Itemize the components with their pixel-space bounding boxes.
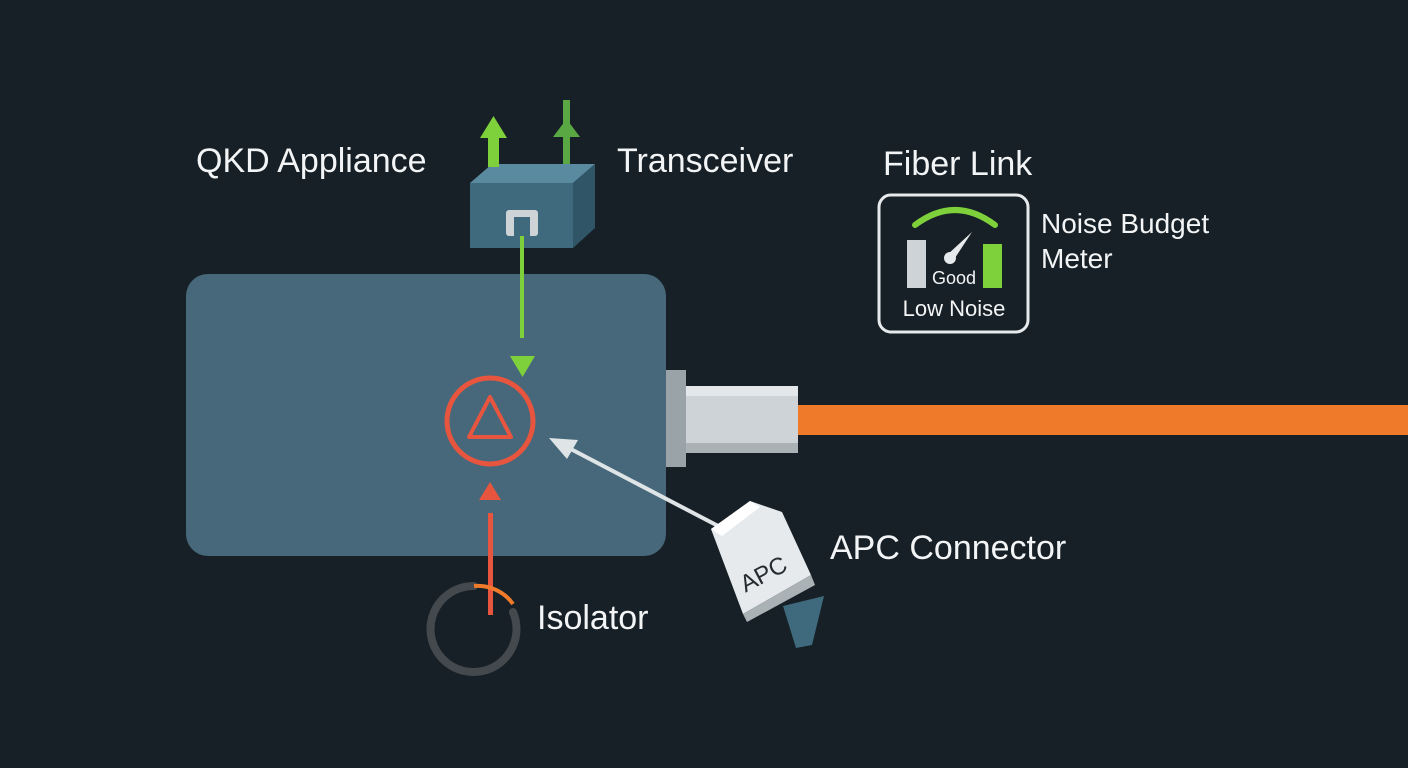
label-qkd-appliance: QKD Appliance [196, 142, 427, 180]
meter-bar-high [983, 244, 1002, 288]
downlink-signal-line [510, 236, 535, 377]
warning-triangle-icon [444, 375, 536, 467]
qkd-appliance-body [186, 274, 666, 556]
circular-arrow-icon [426, 581, 521, 676]
connector-pointer-arrow [549, 438, 723, 530]
arrow-down-icon [510, 356, 535, 377]
transceiver-module [470, 164, 595, 248]
isolator-signal-line [479, 482, 501, 615]
meter-status: Good [932, 268, 976, 288]
arrow-up-icon [553, 100, 580, 164]
apc-connector: APC [711, 501, 824, 648]
label-fiber-link: Fiber Link [883, 145, 1033, 183]
label-isolator: Isolator [537, 599, 649, 637]
appliance-port [664, 370, 798, 467]
meter-reading: Low Noise [903, 296, 1006, 321]
noise-budget-meter: Good Low Noise [877, 193, 1030, 334]
label-apc-connector: APC Connector [830, 529, 1066, 567]
fiber-cable [795, 405, 1408, 435]
meter-bar-low [907, 240, 926, 288]
label-noise-budget-meter-line2: Meter [1041, 243, 1113, 274]
arrow-up-icon [480, 116, 507, 167]
label-noise-budget-meter-line1: Noise Budget [1041, 208, 1209, 239]
gauge-icon [912, 207, 998, 228]
label-transceiver: Transceiver [617, 142, 793, 180]
arrow-up-icon [479, 482, 501, 500]
